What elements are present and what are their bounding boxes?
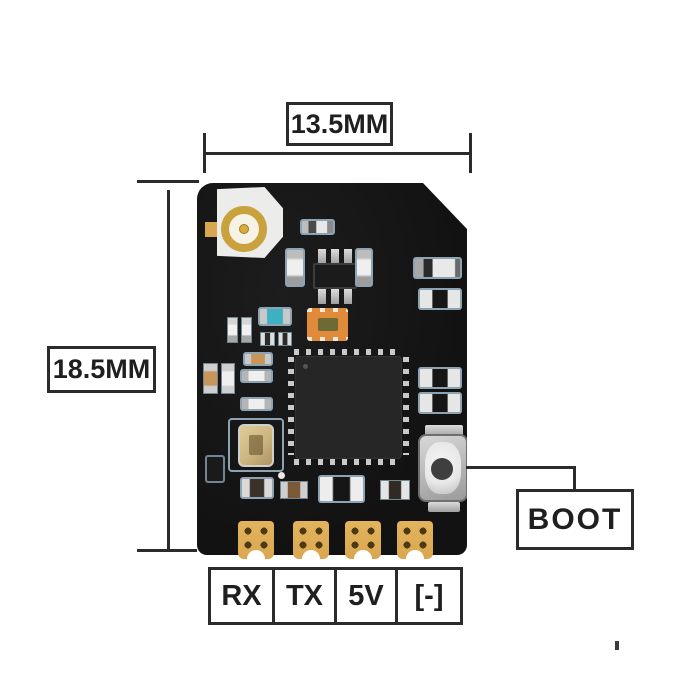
solder-pad-rx xyxy=(238,521,274,568)
boot-button-tab-bottom xyxy=(428,502,460,512)
solder-pad-5v xyxy=(345,521,381,568)
qfn-pads-bottom xyxy=(294,459,402,465)
boot-callout-line-h xyxy=(466,466,576,469)
stray-mark xyxy=(615,641,619,650)
pin-label-neg: [-] xyxy=(395,570,460,622)
main-ic xyxy=(295,356,402,459)
pin-rx-text: RX xyxy=(221,579,262,612)
capacitor xyxy=(227,317,238,343)
qfn-pads-top xyxy=(294,349,402,355)
qfn-pads-left xyxy=(288,357,294,455)
solder-pad-gnd xyxy=(397,521,433,568)
sot23-pin xyxy=(344,289,352,304)
capacitor xyxy=(278,332,292,346)
capacitor xyxy=(285,248,305,287)
boot-button-dot xyxy=(431,458,453,480)
smd-inductor xyxy=(300,219,335,235)
pin-neg-text: [-] xyxy=(414,579,444,612)
pin-label-5v: 5V xyxy=(334,570,395,622)
capacitor xyxy=(221,363,235,394)
crystal-outline xyxy=(228,418,284,472)
crystal-marking xyxy=(249,435,263,455)
sot23-pin xyxy=(331,289,339,304)
pin-5v-text: 5V xyxy=(348,579,384,612)
pin-label-tx: TX xyxy=(272,570,334,622)
sot23-body xyxy=(313,263,357,289)
rf-filter-core xyxy=(318,318,338,331)
width-dim-line xyxy=(206,152,470,155)
sot23-pin xyxy=(318,249,326,264)
resistor xyxy=(318,475,365,503)
resistor xyxy=(280,481,308,499)
solder-pad-tx xyxy=(293,521,329,568)
height-dim-label-box: 18.5MM xyxy=(47,346,156,393)
resistor xyxy=(243,352,273,366)
rf-filter xyxy=(307,308,348,341)
capacitor xyxy=(203,363,218,394)
pin-tx-text: TX xyxy=(285,579,324,612)
capacitor xyxy=(418,367,462,389)
pcb-board xyxy=(197,183,467,555)
capacitor xyxy=(418,288,462,310)
ufl-ring xyxy=(221,206,267,252)
width-dim-tick-left xyxy=(203,133,206,173)
capacitor xyxy=(240,369,273,383)
boot-label-box: BOOT xyxy=(516,489,634,550)
width-dim-tick-right xyxy=(469,133,472,173)
capacitor xyxy=(355,248,373,287)
pin-label-rx: RX xyxy=(211,570,272,622)
smd-component xyxy=(205,455,225,483)
via-dot xyxy=(278,472,285,479)
height-dim-line xyxy=(167,190,170,550)
main-ic-pin1-dot xyxy=(303,364,308,369)
capacitor xyxy=(240,397,273,411)
diode xyxy=(413,257,462,279)
height-dim-tick-top xyxy=(137,180,199,183)
capacitor xyxy=(241,317,252,343)
height-dim-label: 18.5MM xyxy=(52,354,151,384)
resistor xyxy=(240,477,274,499)
sot23-pin xyxy=(318,289,326,304)
height-dim-tick-bottom xyxy=(137,549,197,552)
qfn-pads-right xyxy=(403,357,409,455)
width-dim-label: 13.5MM xyxy=(290,108,389,139)
width-dim-label-box: 13.5MM xyxy=(286,102,393,146)
sot23-pin xyxy=(344,249,352,264)
ufl-center-pin xyxy=(239,224,249,234)
resistor xyxy=(380,480,410,500)
capacitor xyxy=(260,332,275,346)
boot-callout-line-v xyxy=(573,466,576,492)
teal-capacitor xyxy=(258,307,292,326)
pin-label-strip: RX TX 5V [-] xyxy=(208,567,463,625)
capacitor xyxy=(418,392,462,414)
sot23-pin xyxy=(331,249,339,264)
boot-label: BOOT xyxy=(527,502,623,536)
